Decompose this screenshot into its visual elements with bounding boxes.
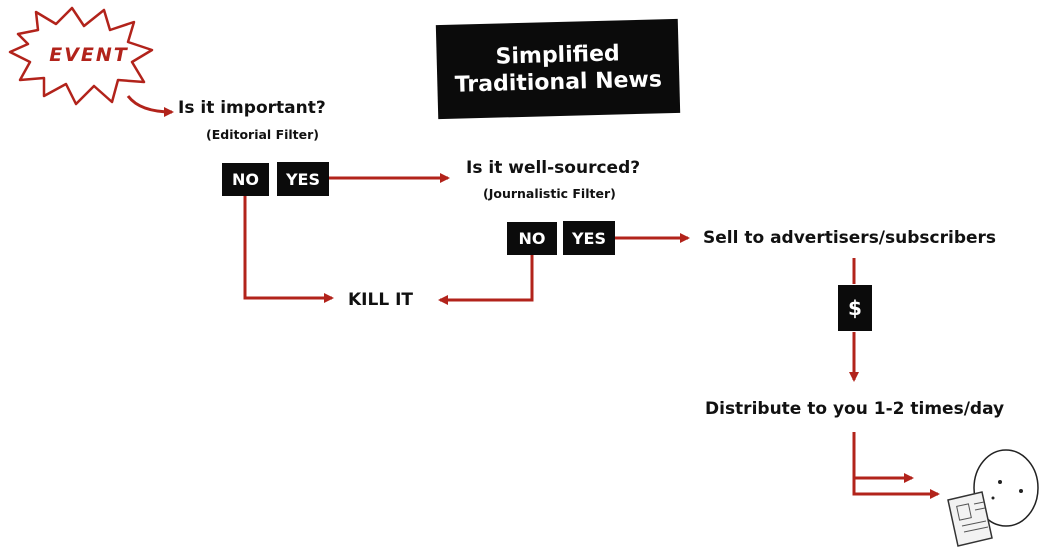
sell-label: Sell to advertisers/subscribers	[703, 228, 997, 248]
arrow-distribute-to-you-2	[852, 478, 940, 499]
no-box-editorial: NO	[222, 163, 269, 196]
arrow-distribute-to-you-1	[852, 432, 914, 483]
arrow-no1-to-kill	[243, 196, 334, 303]
journalistic-filter-label: (Journalistic Filter)	[483, 186, 616, 201]
editorial-filter-label: (Editorial Filter)	[206, 127, 320, 142]
yes-box-editorial: YES	[277, 162, 329, 196]
event-label: EVENT	[49, 44, 129, 66]
question-important: Is it important?	[178, 98, 326, 118]
reader-head-icon	[973, 449, 1039, 527]
title-box: Simplified Traditional News	[435, 18, 681, 120]
reader-mouth-icon	[991, 496, 995, 500]
dollar-box: $	[838, 285, 872, 331]
distribute-label: Distribute to you 1-2 times/day	[705, 399, 1005, 419]
reader-eye-icon	[1019, 489, 1023, 493]
question-well-sourced: Is it well-sourced?	[466, 158, 641, 178]
title-line-1: Simplified	[495, 40, 621, 70]
no-box-journalistic: NO	[507, 222, 557, 255]
reader-eye-icon	[998, 480, 1002, 484]
yes-box-journalistic: YES	[563, 221, 615, 255]
arrow-event-to-q1	[126, 95, 174, 117]
kill-it-label: KILL IT	[348, 290, 414, 310]
title-line-2: Traditional News	[454, 67, 663, 98]
arrow-no2-to-kill	[438, 255, 534, 305]
newspaper-icon	[947, 491, 993, 547]
event-starburst	[8, 6, 154, 106]
